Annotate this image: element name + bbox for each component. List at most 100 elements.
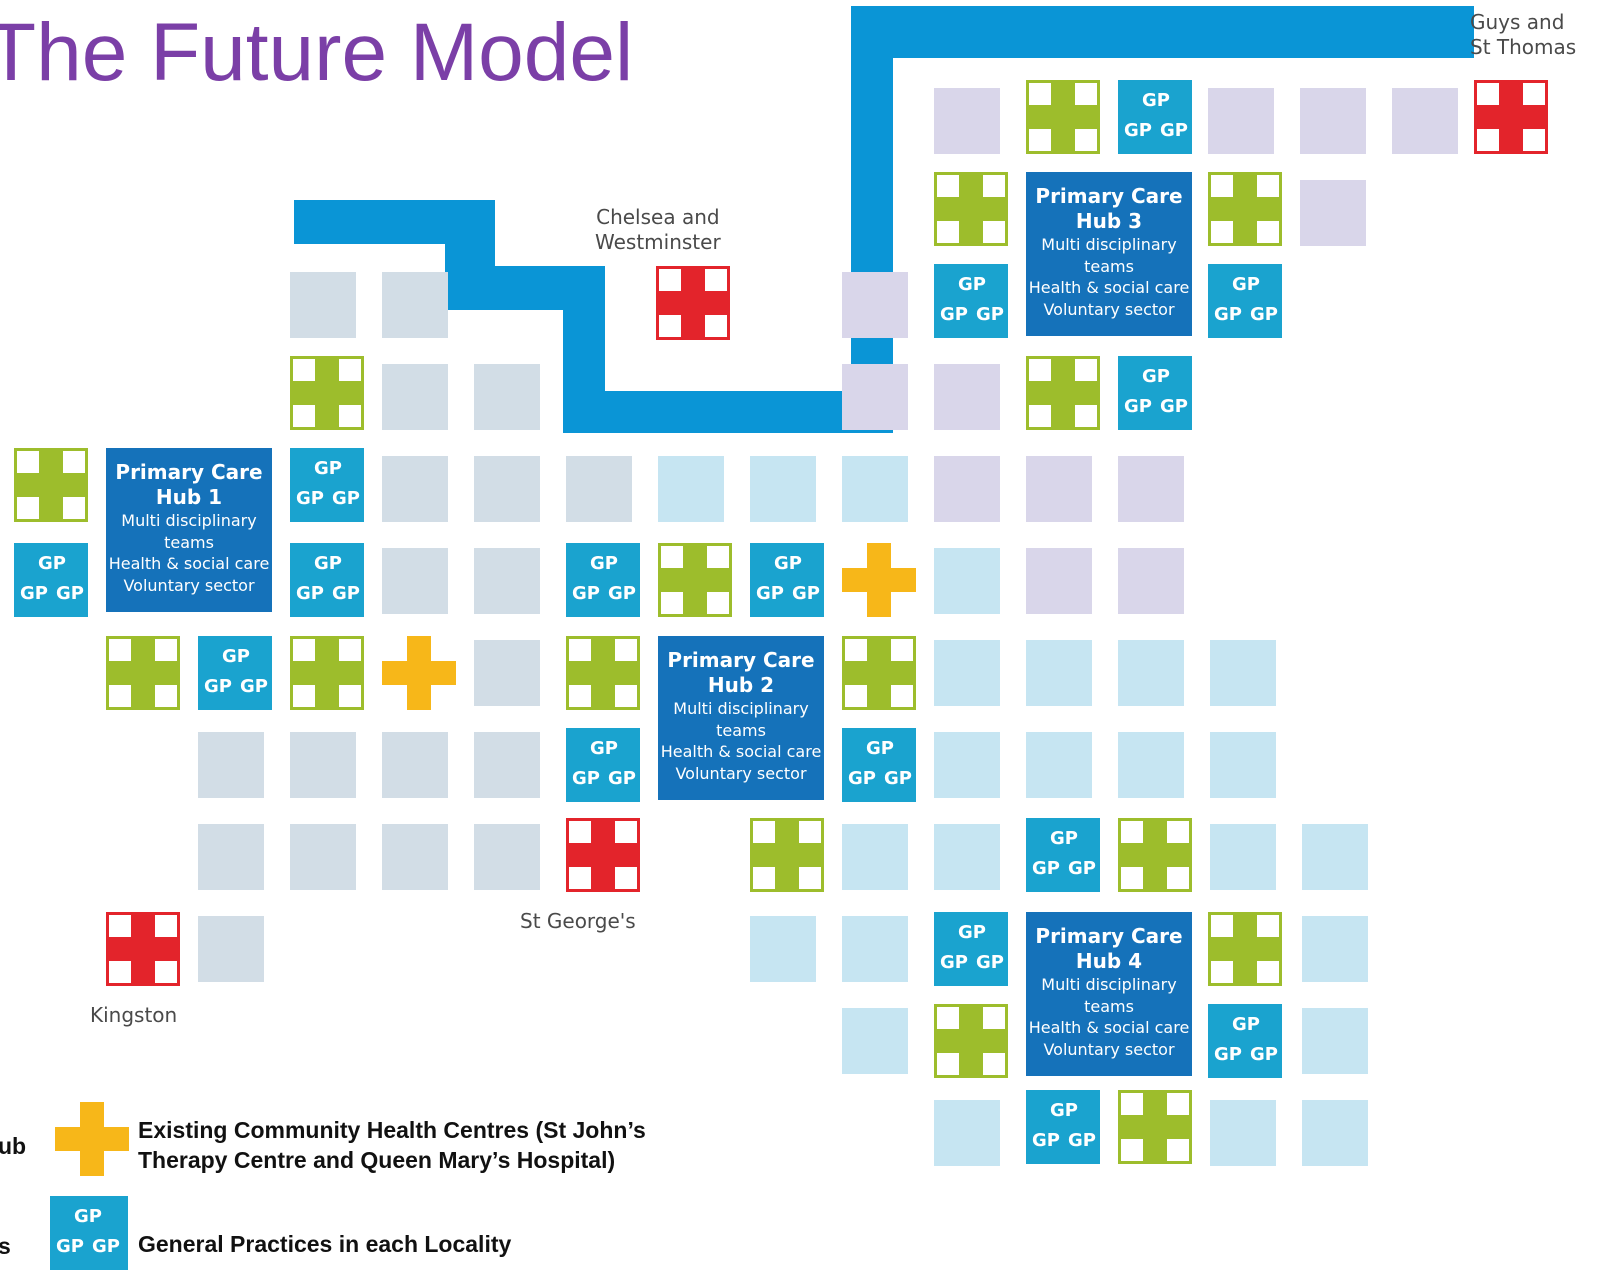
green-cross-icon bbox=[842, 636, 916, 710]
legend-gp-practices-text: General Practices in each Locality bbox=[138, 1231, 512, 1257]
green-cross-icon bbox=[290, 356, 364, 430]
green-cross-icon bbox=[1026, 80, 1100, 154]
locality-tile bbox=[198, 916, 264, 982]
locality-tile bbox=[198, 732, 264, 798]
green-cross-icon bbox=[1208, 172, 1282, 246]
locality-tile bbox=[842, 364, 908, 430]
locality-tile bbox=[198, 824, 264, 890]
locality-tile bbox=[382, 456, 448, 522]
locality-tile bbox=[1118, 548, 1184, 614]
locality-tile bbox=[290, 824, 356, 890]
green-cross-icon bbox=[1208, 912, 1282, 986]
legend-health-centre-icon bbox=[55, 1102, 129, 1176]
green-cross-icon bbox=[934, 172, 1008, 246]
legend-partial-label-2: s bbox=[0, 1233, 11, 1259]
hospital-label-st-georges: St George's bbox=[520, 909, 636, 933]
locality-tile bbox=[750, 456, 816, 522]
locality-tile bbox=[1300, 88, 1366, 154]
locality-tile bbox=[1118, 456, 1184, 522]
locality-tile bbox=[1026, 732, 1092, 798]
locality-tile bbox=[1026, 640, 1092, 706]
green-cross-icon bbox=[1026, 356, 1100, 430]
green-cross-icon bbox=[934, 1004, 1008, 1078]
locality-tile bbox=[474, 548, 540, 614]
locality-tile bbox=[842, 272, 908, 338]
locality-tile bbox=[1208, 88, 1274, 154]
legend-partial-label-1: ub bbox=[0, 1133, 27, 1159]
green-cross-icon bbox=[106, 636, 180, 710]
locality-tile bbox=[382, 732, 448, 798]
hospital-label-kingston: Kingston bbox=[90, 1003, 178, 1027]
locality-tile bbox=[1210, 732, 1276, 798]
locality-tile bbox=[934, 364, 1000, 430]
locality-tile bbox=[1302, 1008, 1368, 1074]
hospital-cross-icon bbox=[656, 266, 730, 340]
locality-tile bbox=[934, 1100, 1000, 1166]
locality-tile bbox=[934, 732, 1000, 798]
green-cross-icon bbox=[14, 448, 88, 522]
locality-tile bbox=[1210, 1100, 1276, 1166]
locality-tile bbox=[474, 640, 540, 706]
green-cross-icon bbox=[1118, 818, 1192, 892]
locality-tile bbox=[382, 364, 448, 430]
locality-tile bbox=[474, 732, 540, 798]
hospital-cross-icon bbox=[106, 912, 180, 986]
locality-tile bbox=[1302, 916, 1368, 982]
locality-tile bbox=[1300, 180, 1366, 246]
green-cross-icon bbox=[750, 818, 824, 892]
locality-tile bbox=[934, 640, 1000, 706]
locality-tile bbox=[750, 916, 816, 982]
locality-tile bbox=[1026, 456, 1092, 522]
hospital-cross-icon bbox=[1474, 80, 1548, 154]
health-centre-icon bbox=[382, 636, 456, 710]
locality-tile bbox=[842, 456, 908, 522]
green-cross-icon bbox=[658, 543, 732, 617]
locality-tile bbox=[1118, 640, 1184, 706]
locality-tile bbox=[382, 824, 448, 890]
locality-tile bbox=[842, 1008, 908, 1074]
locality-tile bbox=[474, 456, 540, 522]
locality-tile bbox=[474, 824, 540, 890]
locality-tile bbox=[1392, 88, 1458, 154]
locality-tile bbox=[1302, 824, 1368, 890]
locality-tile bbox=[934, 824, 1000, 890]
locality-tile bbox=[1026, 548, 1092, 614]
health-centre-icon bbox=[842, 543, 916, 617]
locality-tile bbox=[842, 824, 908, 890]
locality-tile bbox=[382, 548, 448, 614]
locality-tile bbox=[290, 272, 356, 338]
green-cross-icon bbox=[566, 636, 640, 710]
river-thames bbox=[294, 6, 1474, 433]
locality-tile bbox=[842, 916, 908, 982]
hospital-cross-icon bbox=[566, 818, 640, 892]
locality-tile bbox=[934, 88, 1000, 154]
locality-tile bbox=[1210, 824, 1276, 890]
locality-tile bbox=[382, 272, 448, 338]
locality-tile bbox=[1210, 640, 1276, 706]
locality-tile bbox=[290, 732, 356, 798]
locality-tile bbox=[934, 456, 1000, 522]
locality-tile bbox=[566, 456, 632, 522]
